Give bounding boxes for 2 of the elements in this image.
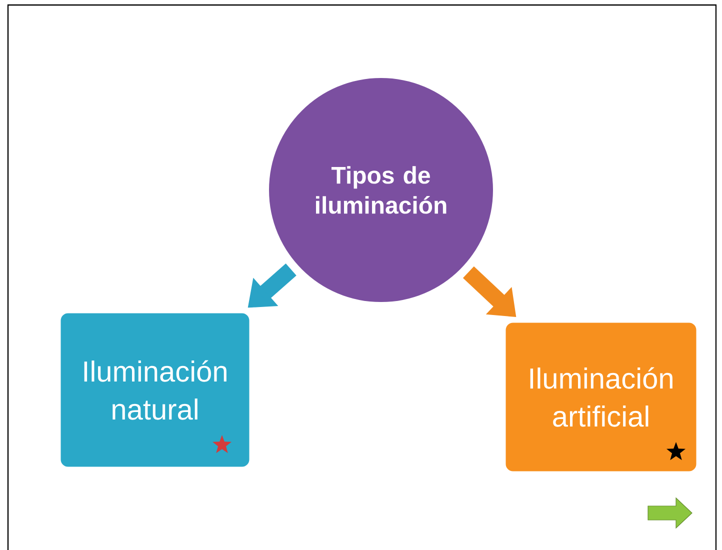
category-box: Iluminación natural (59, 312, 251, 468)
category-box: Iluminación artificial (504, 321, 698, 473)
